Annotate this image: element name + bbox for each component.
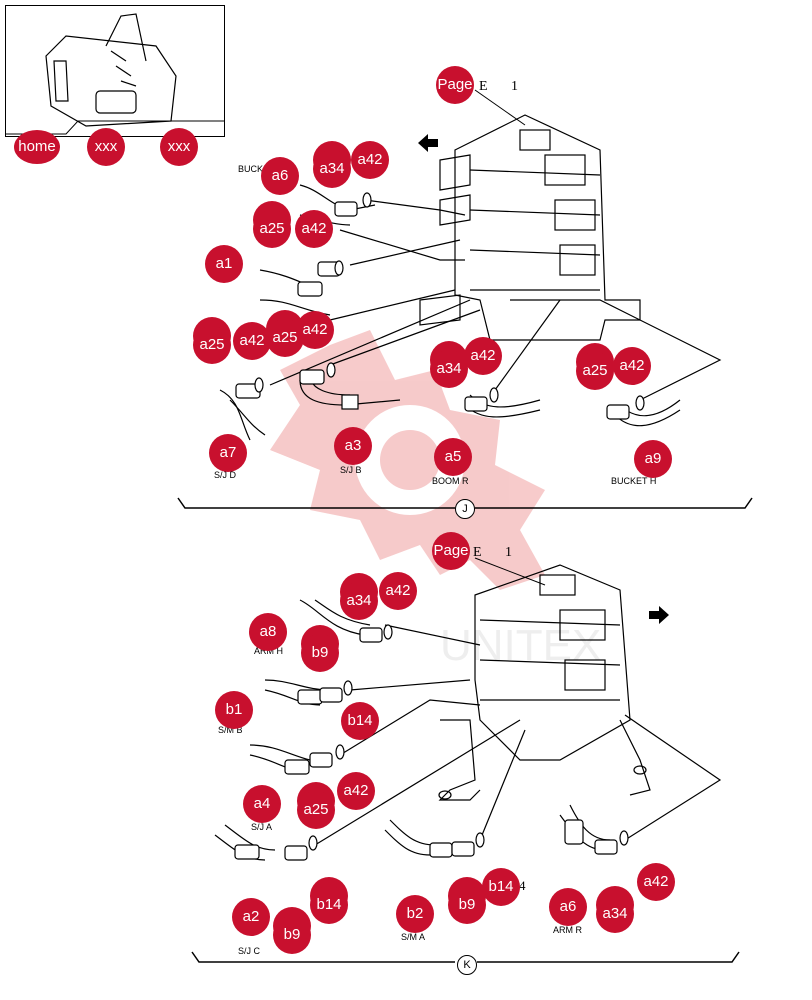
part-bubble-k-b9-3[interactable]: b9 — [448, 877, 486, 924]
hose-label-arm-r: ARM R — [553, 925, 582, 935]
excavator-icon — [6, 13, 224, 135]
part-bubble-k-a6[interactable]: a6 — [549, 888, 587, 926]
page-suffix-j: E — [479, 79, 488, 94]
hose-fittings-k — [234, 624, 629, 861]
stray-digit: 4 — [519, 878, 526, 893]
hose-label-sj-d: S/J D — [214, 470, 237, 480]
part-bubble-k-b9-1[interactable]: b9 — [301, 625, 339, 672]
control-valve-k — [438, 564, 651, 801]
hose-label-bucket-h: BUCKET H — [611, 476, 657, 486]
part-bubble-k-a8[interactable]: a8 — [249, 613, 287, 651]
nav-button-2[interactable]: xxx — [160, 128, 198, 166]
part-bubble-j-a6[interactable]: a6 — [261, 157, 299, 195]
hose-label-sj-b: S/J B — [340, 465, 362, 475]
part-bubble-k-b14-2[interactable]: b14 — [310, 877, 348, 924]
hose-label-boom-r: BOOM R — [432, 476, 469, 486]
hose-label-sm-a: S/M A — [401, 932, 426, 942]
hose-label-sj-a: S/J A — [251, 822, 273, 832]
part-bubble-k-a34[interactable]: a34 — [340, 573, 378, 620]
part-bubble-k-a25[interactable]: a25 — [297, 782, 335, 829]
part-bubble-j-a25-1[interactable]: a25 — [253, 201, 291, 248]
part-bubble-k-b14-3[interactable]: b14 — [482, 868, 520, 906]
part-bubble-k-a42-2[interactable]: a42 — [337, 772, 375, 810]
machine-thumbnail — [5, 5, 225, 137]
direction-arrow-right-icon — [649, 606, 669, 624]
part-bubble-k-a2[interactable]: a2 — [232, 898, 270, 936]
section-bracket-j — [177, 497, 753, 509]
part-bubble-j-a9[interactable]: a9 — [634, 440, 672, 478]
part-bubble-j-a34[interactable]: a34 — [313, 141, 351, 188]
hose-label-arm-h: ARM H — [254, 646, 283, 656]
part-bubble-j-a25-2[interactable]: a25 — [193, 317, 231, 364]
part-bubble-j-a42-6[interactable]: a42 — [613, 347, 651, 385]
part-bubble-j-a42-3[interactable]: a42 — [233, 322, 271, 360]
part-bubble-j-a42-1[interactable]: a42 — [351, 141, 389, 179]
control-valve-j — [419, 114, 641, 341]
hose-label-sm-b: S/M B — [218, 725, 243, 735]
part-bubble-j-a5[interactable]: a5 — [434, 438, 472, 476]
page-link-j[interactable]: Page — [436, 66, 474, 104]
part-bubble-k-b9-2[interactable]: b9 — [273, 907, 311, 954]
part-bubble-k-a42-1[interactable]: a42 — [379, 572, 417, 610]
direction-arrow-left-icon — [418, 134, 438, 152]
section-letter-k: K — [457, 955, 477, 975]
part-bubble-j-a34-2[interactable]: a34 — [430, 341, 468, 388]
part-bubble-j-a1[interactable]: a1 — [205, 245, 243, 283]
hose-label-sj-c: S/J C — [238, 946, 261, 956]
part-bubble-j-a42-5[interactable]: a42 — [464, 337, 502, 375]
part-bubble-j-a42-2[interactable]: a42 — [295, 210, 333, 248]
page-link-k[interactable]: Page — [432, 532, 470, 570]
section-letter-j: J — [455, 499, 475, 519]
hose-label-buck: BUCK — [238, 164, 264, 174]
part-bubble-k-b2[interactable]: b2 — [396, 895, 434, 933]
part-bubble-j-a3[interactable]: a3 — [334, 427, 372, 465]
part-bubble-k-a42-3[interactable]: a42 — [637, 863, 675, 901]
home-button[interactable]: home — [14, 130, 60, 164]
nav-button-1[interactable]: xxx — [87, 128, 125, 166]
part-bubble-k-a4[interactable]: a4 — [243, 785, 281, 823]
part-bubble-j-a7[interactable]: a7 — [209, 434, 247, 472]
part-bubble-j-a25-4[interactable]: a25 — [576, 343, 614, 390]
part-bubble-k-a34[interactable]: a34 — [596, 886, 634, 933]
svg-text:UNITEX: UNITEX — [440, 621, 601, 670]
part-bubble-k-b1[interactable]: b1 — [215, 691, 253, 729]
section-bracket-k — [191, 951, 740, 963]
hose-fittings-j — [235, 192, 645, 420]
part-bubble-k-b14-1[interactable]: b14 — [341, 702, 379, 740]
part-bubble-j-a42-4[interactable]: a42 — [296, 311, 334, 349]
page-number-k: 1 — [505, 545, 512, 560]
page-number-j: 1 — [511, 79, 518, 94]
page-suffix-k: E — [473, 545, 482, 560]
